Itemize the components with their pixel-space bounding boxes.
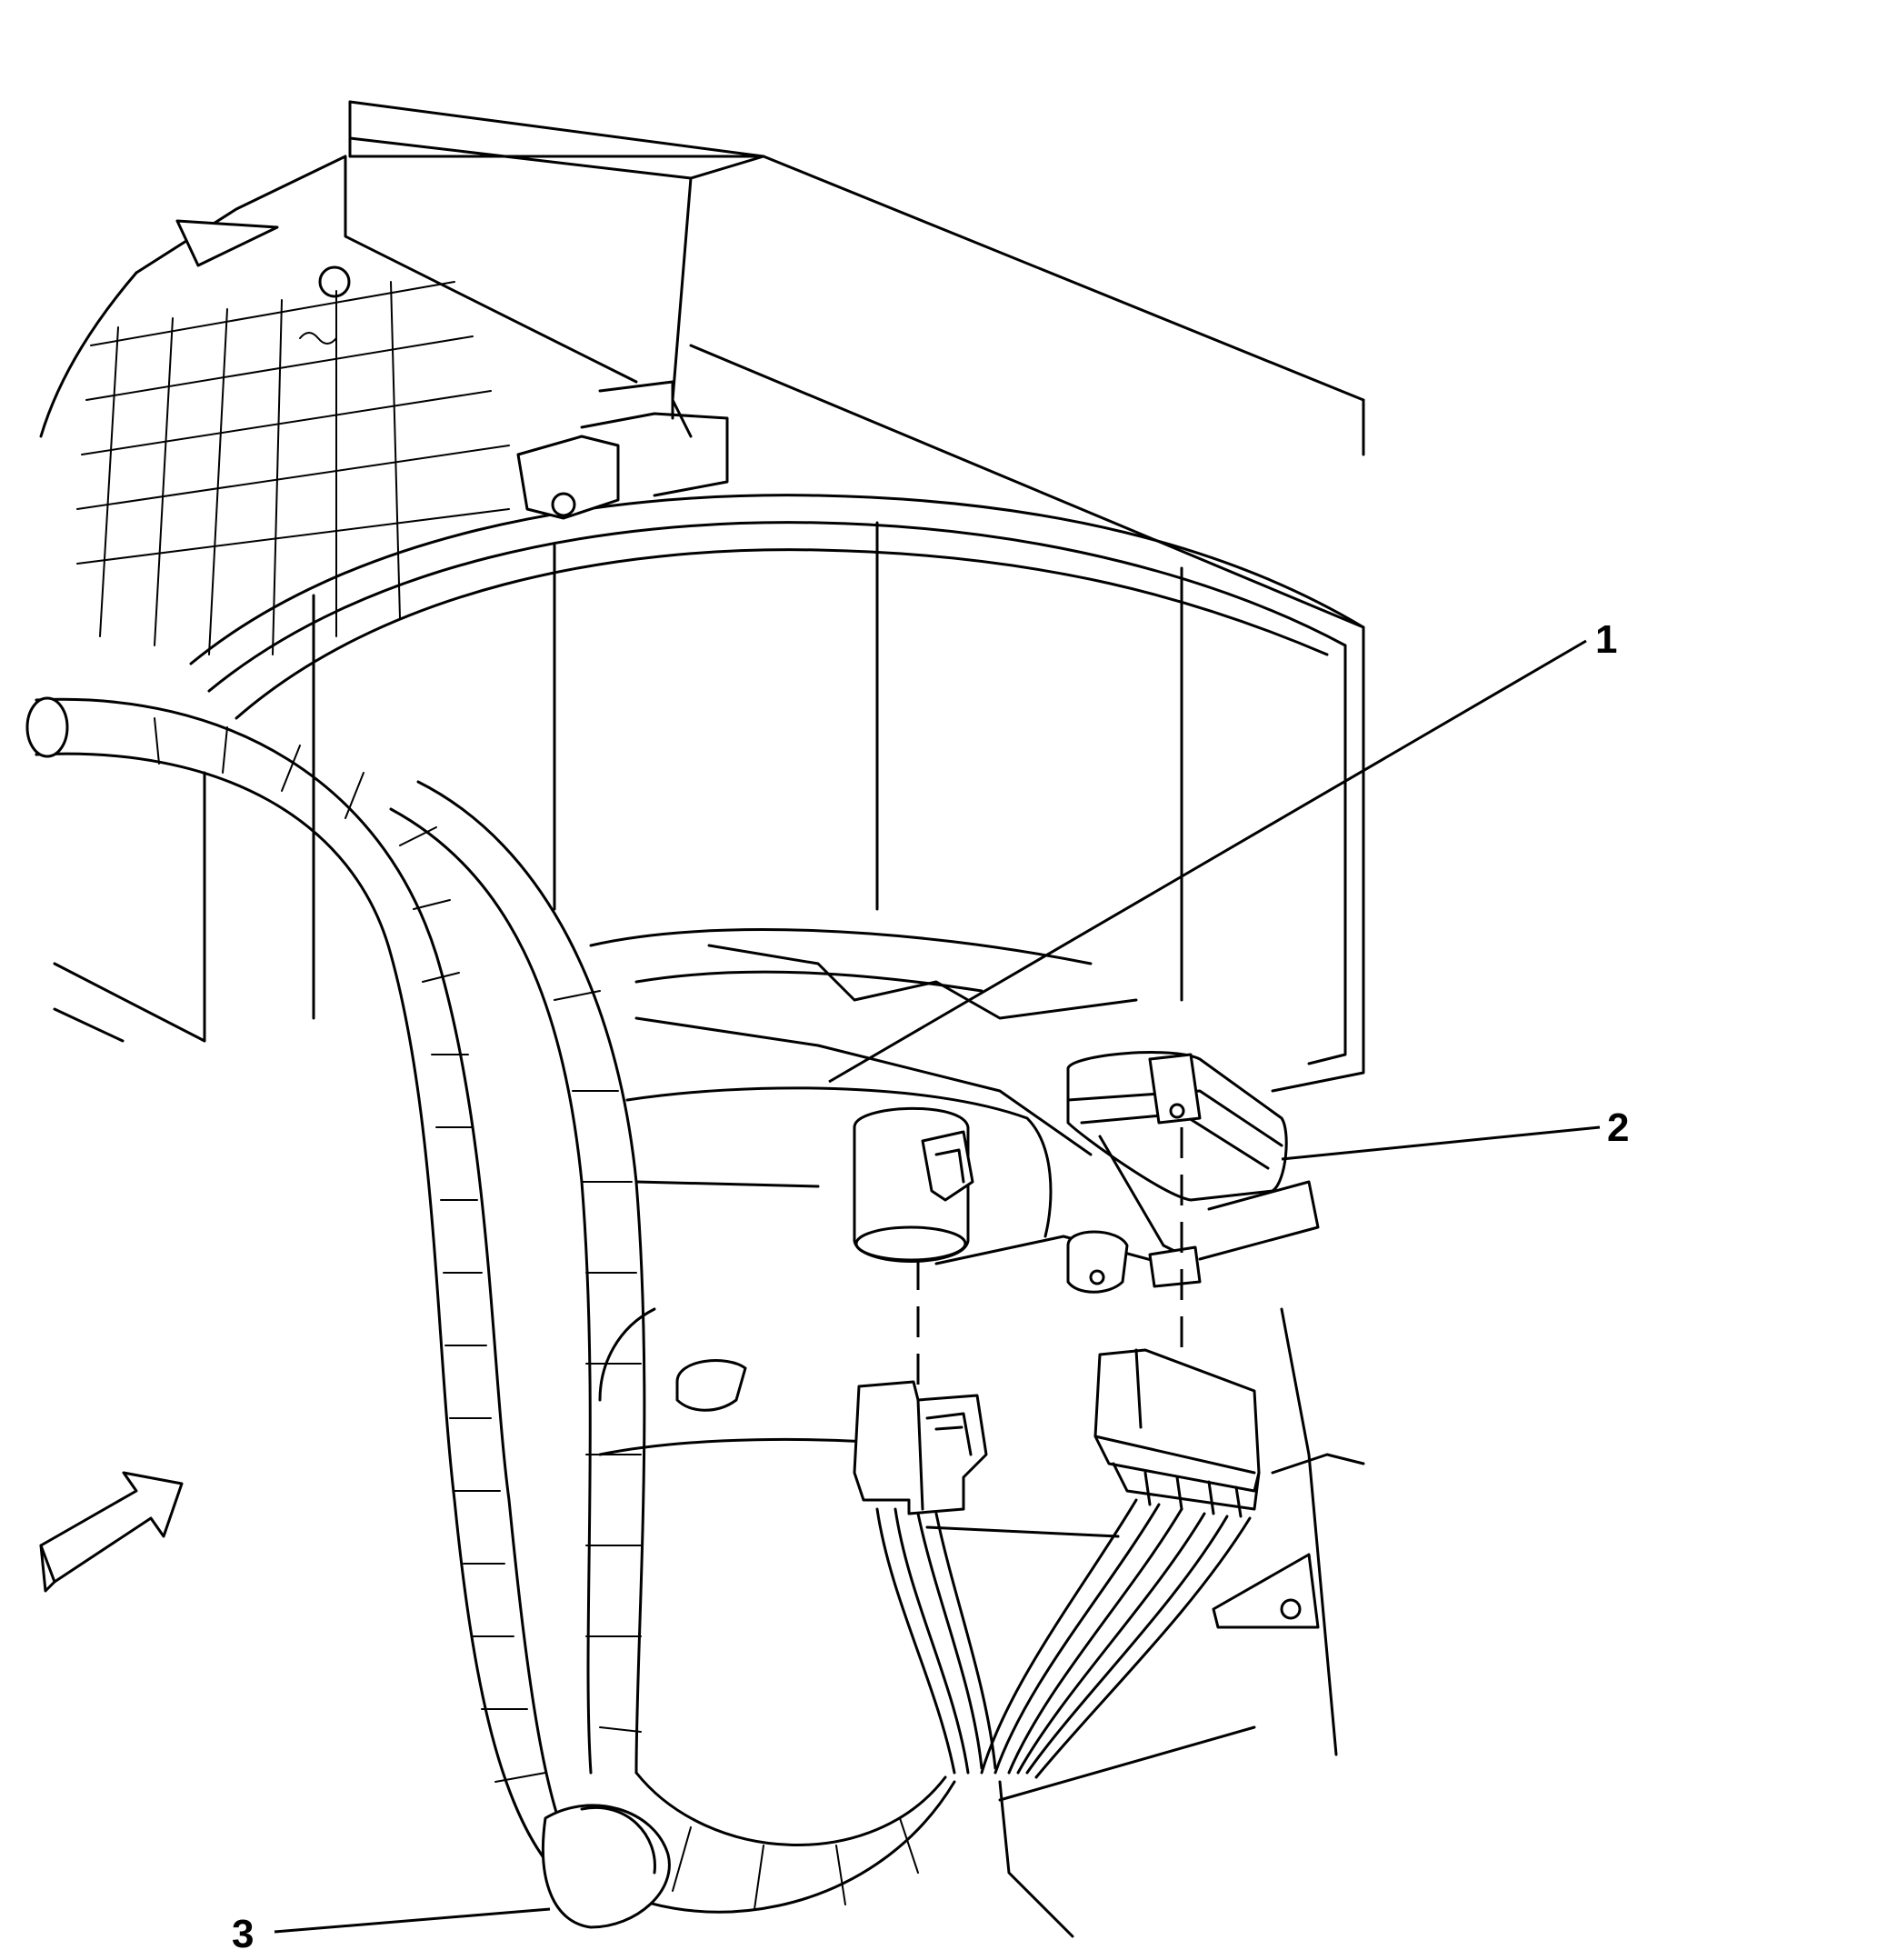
air-inlet-grille	[76, 265, 510, 655]
blower-motor-base	[589, 928, 1183, 1538]
callout-2-leader	[1281, 1125, 1601, 1161]
wiring-harness	[25, 696, 956, 1929]
callout-1-leader	[828, 639, 1587, 1084]
blower-motor-connector	[853, 1106, 974, 1263]
motor-mount-boss	[675, 1359, 747, 1412]
harness-cut-end	[25, 696, 69, 758]
harness-grommet	[541, 1804, 671, 1929]
lower-dash-panel	[998, 1307, 1365, 1938]
callout-3-group: 3	[232, 1907, 551, 1956]
callout-3-label: 3	[232, 1912, 254, 1956]
blower-motor-resistor	[1066, 1051, 1320, 1294]
connector-wires	[875, 1498, 1252, 1779]
mounting-tab-hole	[551, 492, 576, 517]
harness-connector-resistor	[1093, 1348, 1261, 1518]
callout-1-label: 1	[1595, 617, 1617, 662]
harness-connector-motor	[853, 1380, 988, 1515]
airflow-arrow-icon	[175, 219, 279, 267]
callout-2-label: 2	[1607, 1105, 1629, 1150]
grille-fastener-hole	[318, 265, 351, 298]
hvac-housing	[39, 100, 1365, 1093]
view-direction-arrow-icon	[39, 1471, 184, 1593]
callout-2-group: 2	[1281, 1105, 1629, 1161]
callout-1-group: 1	[828, 617, 1617, 1084]
callout-3-leader	[274, 1907, 551, 1934]
